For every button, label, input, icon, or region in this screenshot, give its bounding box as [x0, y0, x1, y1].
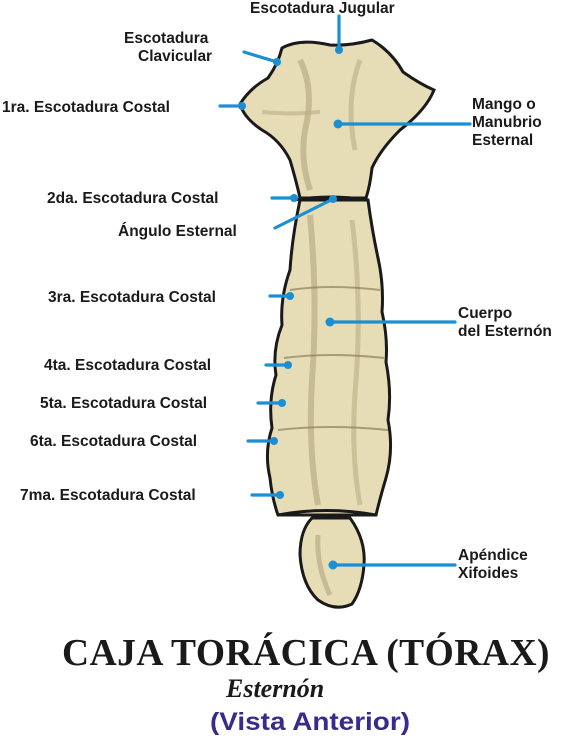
- title-block: CAJA TORÁCICA (TÓRAX) Esternón (Vista An…: [62, 632, 550, 736]
- manubrium: [238, 38, 436, 200]
- title-view: (Vista Anterior): [210, 708, 410, 736]
- label-costal-1: 1ra. Escotadura Costal: [2, 99, 170, 116]
- label-clavicular-2: Clavicular: [138, 48, 212, 65]
- label-cuerpo-1: Cuerpo: [458, 305, 512, 322]
- sternum-body: [265, 198, 393, 517]
- label-jugular: Escotadura Jugular: [250, 0, 395, 17]
- label-clavicular-1: Escotadura: [124, 30, 209, 47]
- label-manubrio-1: Mango o: [472, 96, 536, 113]
- labels: Escotadura Jugular Escotadura Clavicular…: [2, 0, 552, 582]
- label-manubrio-3: Esternal: [472, 132, 533, 149]
- title-sub: Esternón: [225, 674, 324, 703]
- pointer-angulo: [273, 197, 335, 230]
- pointer-lines: [218, 14, 472, 570]
- pointer-clavicular: [242, 50, 279, 64]
- label-angulo: Ángulo Esternal: [118, 223, 237, 240]
- label-costal-2: 2da. Escotadura Costal: [47, 190, 218, 207]
- label-costal-4: 4ta. Escotadura Costal: [44, 357, 211, 374]
- label-xifoides-2: Xifoides: [458, 565, 518, 582]
- sternum-bone: [238, 38, 436, 609]
- label-xifoides-1: Apéndice: [458, 547, 528, 564]
- label-cuerpo-2: del Esternón: [458, 323, 552, 340]
- label-costal-3: 3ra. Escotadura Costal: [48, 289, 216, 306]
- label-costal-6: 6ta. Escotadura Costal: [30, 433, 197, 450]
- title-main: CAJA TORÁCICA (TÓRAX): [62, 632, 550, 674]
- label-costal-7: 7ma. Escotadura Costal: [20, 487, 196, 504]
- label-manubrio-2: Manubrio: [472, 114, 542, 131]
- label-costal-5: 5ta. Escotadura Costal: [40, 395, 207, 412]
